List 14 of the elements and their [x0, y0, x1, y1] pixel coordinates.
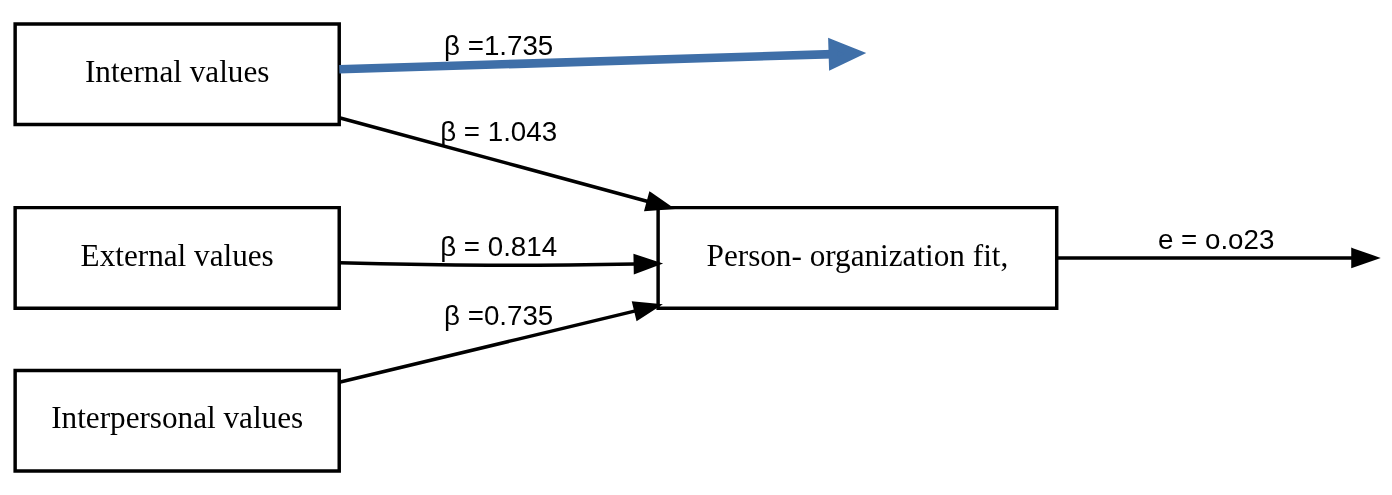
edge-label: β = 1.043 — [440, 116, 558, 148]
edge-label: β = 0.814 — [440, 230, 558, 262]
edge-label: β =0.735 — [444, 300, 554, 332]
node-box: External values — [13, 205, 341, 310]
arrow — [339, 37, 867, 74]
edge-label: β =1.735 — [444, 29, 554, 61]
arrow — [338, 116, 676, 212]
node-box: Internal values — [13, 22, 341, 127]
edge-label: e = o.o23 — [1157, 223, 1275, 255]
arrow — [338, 301, 663, 384]
node-box: Person- organization fit, — [656, 205, 1059, 310]
node-box: Interpersonal values — [13, 368, 341, 473]
arrow — [1057, 247, 1381, 269]
arrow — [339, 253, 664, 275]
